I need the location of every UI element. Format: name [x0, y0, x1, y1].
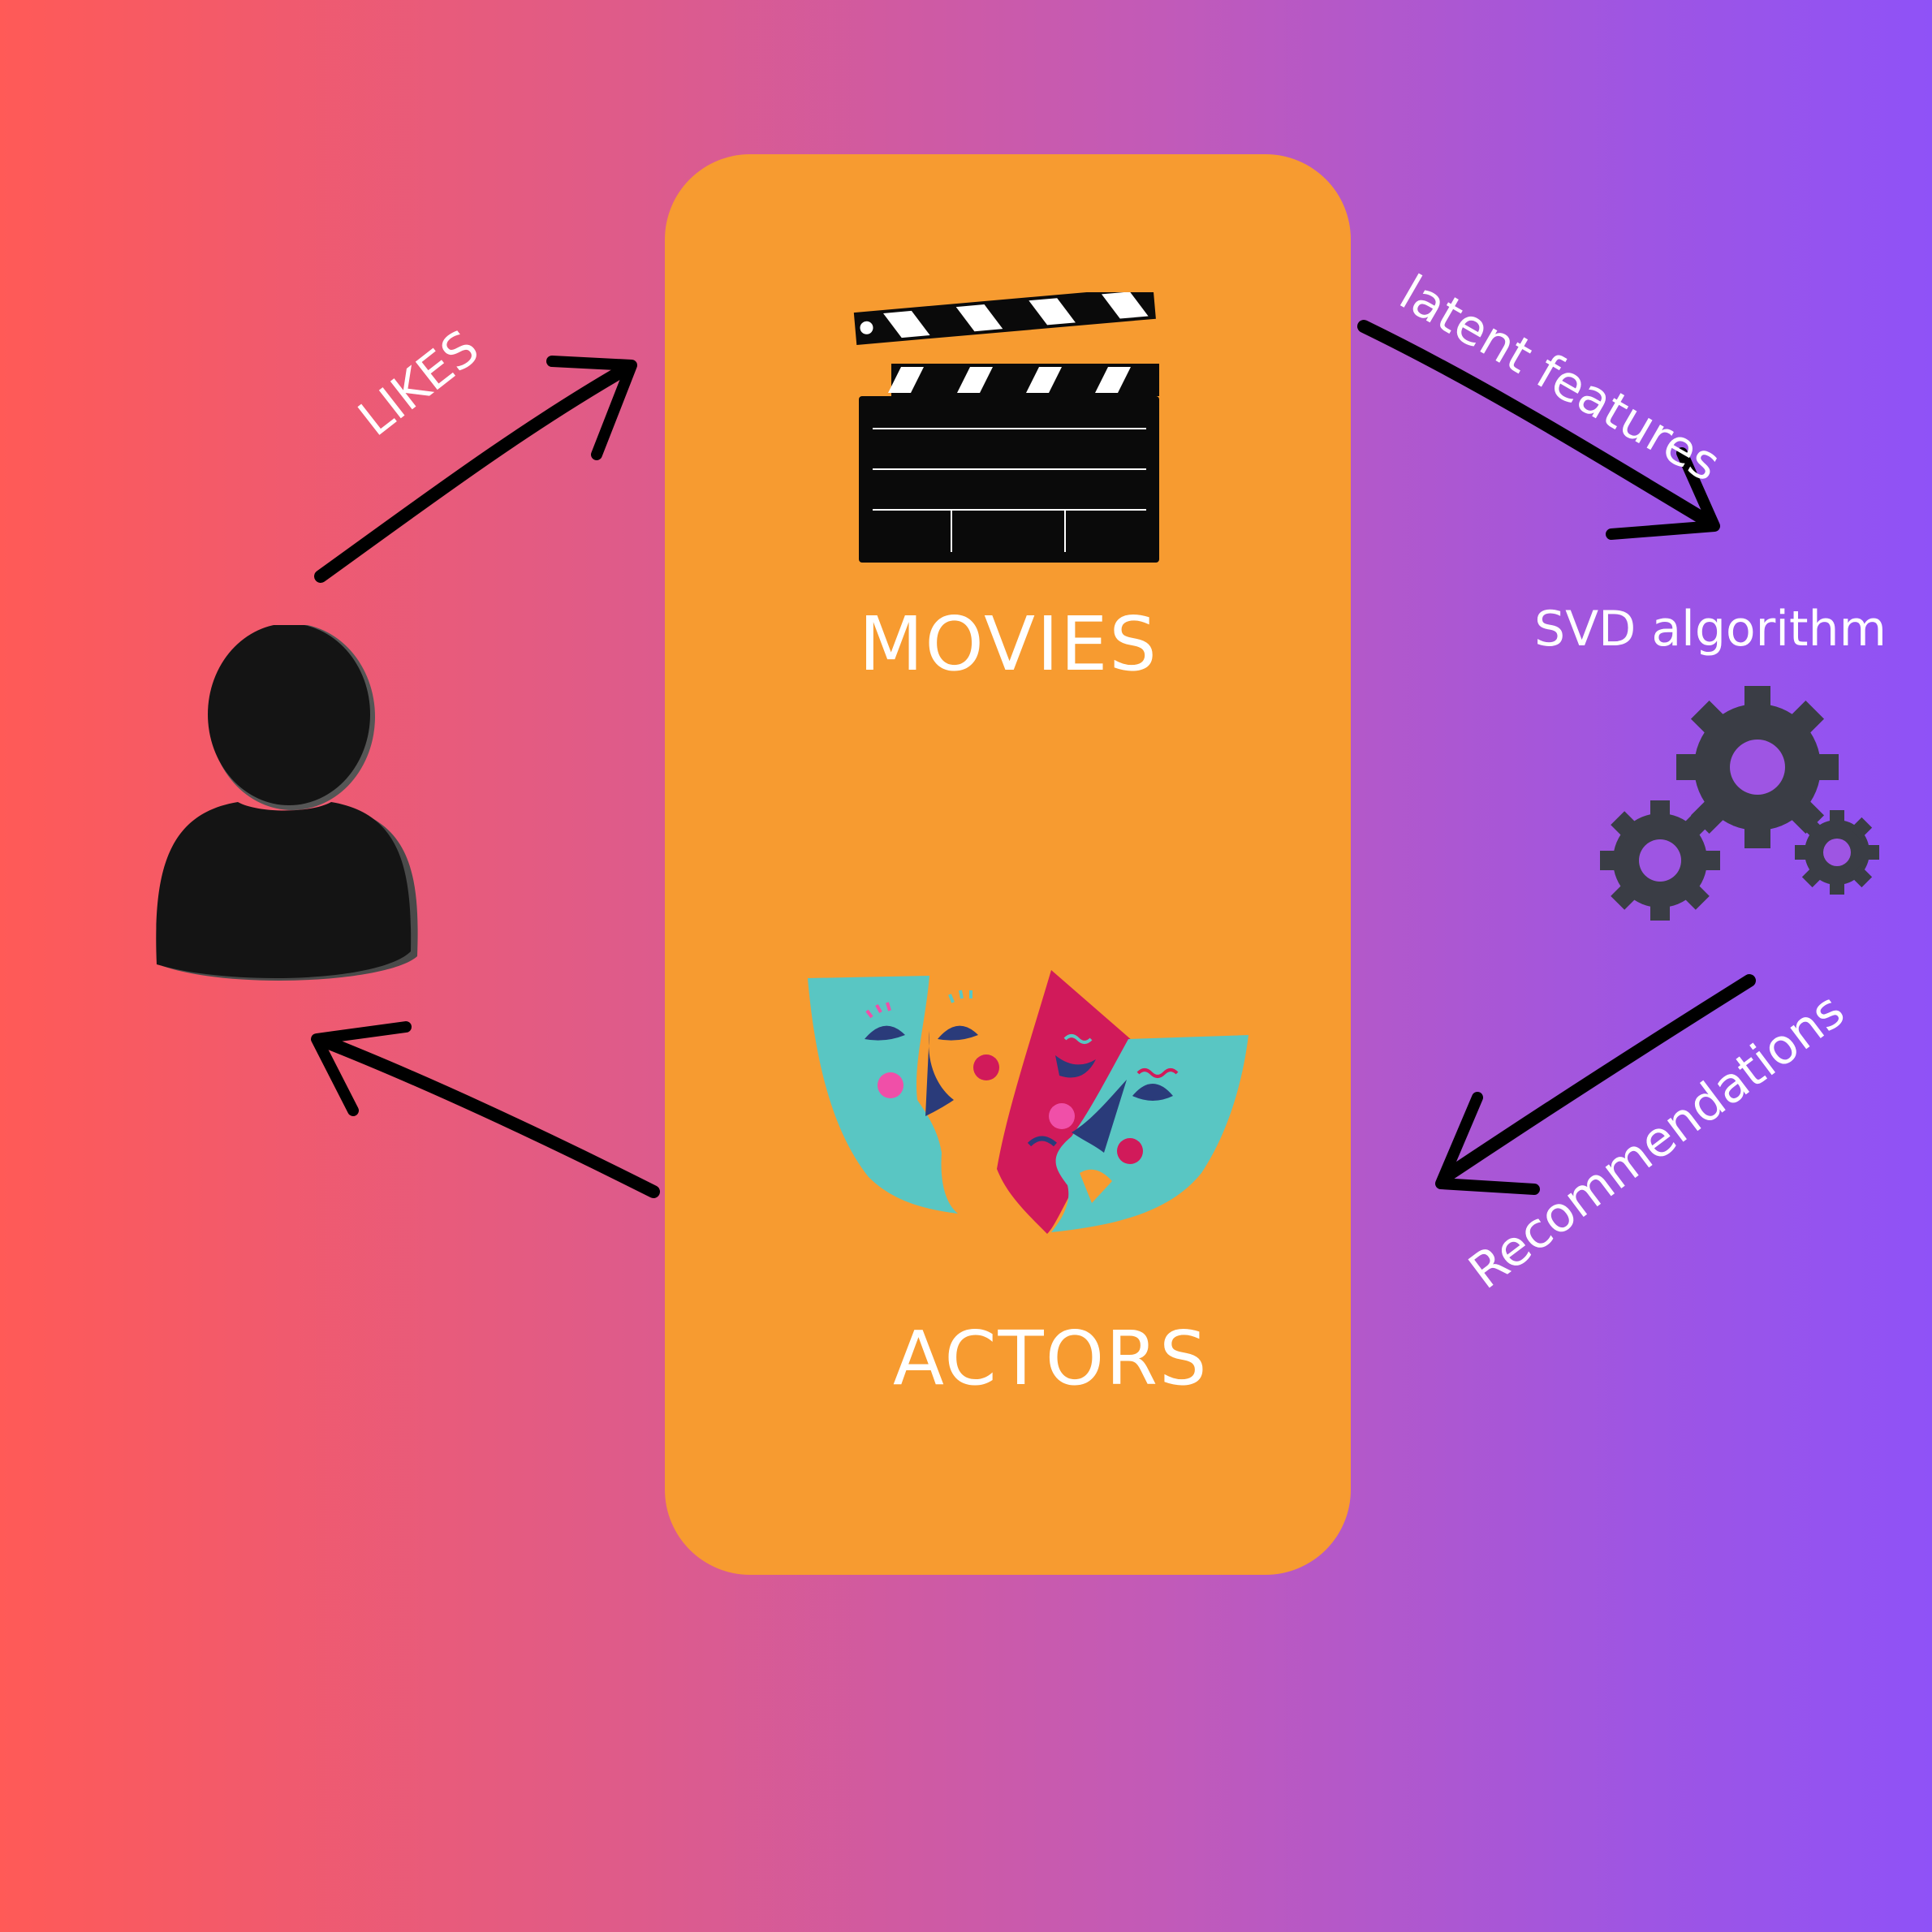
algorithm-label: SVD algorithm — [1534, 601, 1887, 658]
actors-label: ACTORS — [893, 1315, 1209, 1402]
gears-icon — [1591, 686, 1883, 929]
likes-arrow — [314, 356, 637, 583]
clapperboard-icon — [852, 292, 1165, 568]
return-arrow — [311, 1021, 660, 1198]
theater-masks-icon — [804, 966, 1250, 1242]
latent-arrow — [1357, 320, 1720, 540]
movies-label: MOVIES — [859, 601, 1158, 688]
user-silhouette-icon — [153, 625, 425, 990]
recommend-arrow — [1435, 974, 1756, 1195]
